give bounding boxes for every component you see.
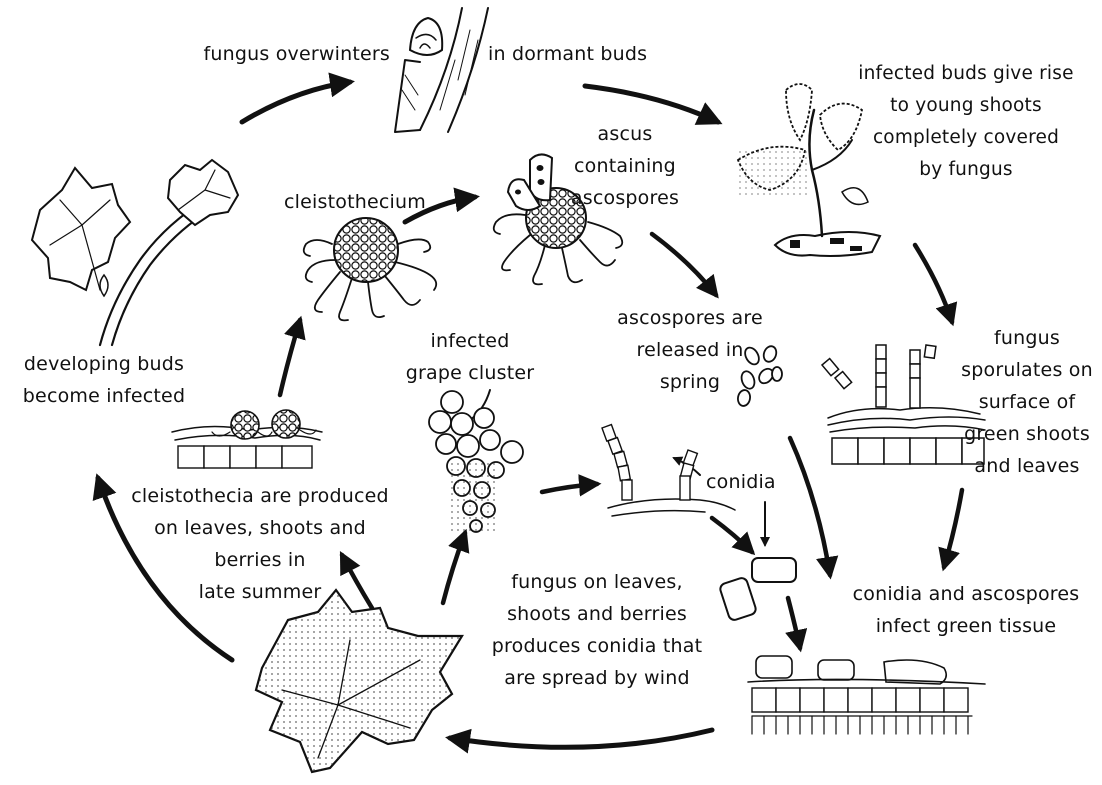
- developing-buds-illustration: [32, 160, 238, 345]
- label-in-dormant-buds: in dormant buds: [488, 38, 688, 70]
- infected-tissue-illustration: [748, 656, 985, 734]
- label-fungus-sporulates: fungus sporulates on surface of green sh…: [952, 322, 1102, 482]
- label-young-shoots: infected buds give rise to young shoots …: [840, 58, 1092, 186]
- label-cleistothecia-produced: cleistothecia are produced on leaves, sh…: [110, 480, 410, 608]
- label-ascospores-released: ascospores are released in spring: [600, 302, 780, 398]
- label-ascus: ascus containing ascospores: [560, 118, 690, 214]
- arrow-to-shoots: [585, 86, 718, 122]
- arrow-leaf-to-grape: [443, 533, 465, 603]
- arrow-conidiophore-to-spores: [712, 518, 752, 552]
- dormant-bud-illustration: [395, 8, 488, 132]
- arrow-up-cleisto: [280, 320, 300, 395]
- infected-leaf-illustration: [256, 590, 462, 772]
- label-infect-green-tissue: conidia and ascospores infect green tiss…: [832, 578, 1100, 642]
- arrow-spores-down: [788, 598, 800, 648]
- arrow-overwinter: [242, 82, 350, 122]
- arrow-ascospore-down: [790, 438, 830, 575]
- arrow-to-leaf: [450, 730, 712, 747]
- label-fungus-overwinters: fungus overwinters: [170, 38, 390, 70]
- conidia-spores-illustration: [719, 558, 796, 621]
- arrow-ascus-to-release: [652, 234, 716, 295]
- cleistothecia-on-leaf-illustration: [172, 410, 322, 468]
- label-fungus-on-leaves: fungus on leaves, shoots and berries pro…: [472, 566, 722, 694]
- cleistothecium-illustration: [304, 218, 437, 320]
- grape-cluster-illustration: [429, 390, 523, 534]
- arrow-to-infect: [944, 490, 962, 567]
- arrow-grape-to-conidia: [542, 484, 597, 492]
- label-infected-grape-cluster: infected grape cluster: [395, 325, 545, 389]
- arrow-to-sporulate: [915, 245, 952, 322]
- label-cleistothecium: cleistothecium: [284, 186, 454, 218]
- label-conidia: conidia: [706, 466, 806, 498]
- label-developing-buds: developing buds become infected: [4, 348, 204, 412]
